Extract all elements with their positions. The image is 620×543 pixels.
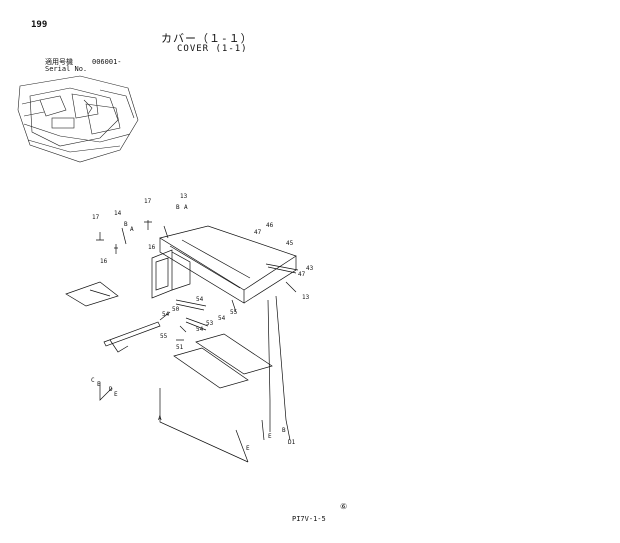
- callout-43: 43: [306, 265, 314, 272]
- callout-47-top: 47: [254, 229, 262, 236]
- callout-13-top: 13: [180, 193, 188, 200]
- callout-17-left: 17: [92, 214, 100, 221]
- callout-46: 46: [266, 222, 274, 229]
- callout-54-left: 54: [162, 311, 170, 318]
- callout-a-bottom: A: [158, 415, 162, 422]
- callout-16-mid: 16: [148, 244, 156, 251]
- callout-c: C: [91, 377, 95, 384]
- callout-55-upper: 55: [230, 309, 238, 316]
- callout-e-lower: E: [114, 391, 118, 398]
- callout-e-left: E: [97, 381, 101, 388]
- serial-value: 006001-: [92, 58, 122, 66]
- callout-54-lower: 54: [196, 326, 204, 333]
- callout-45: 45: [286, 240, 294, 247]
- footer-page-code: PI7V-1-5: [292, 515, 326, 523]
- footer-revision-mark: ⑥: [340, 502, 348, 511]
- callout-51: 51: [176, 344, 184, 351]
- title-english: COVER (1-1): [177, 44, 248, 54]
- callout-53: 53: [206, 320, 214, 327]
- callout-b-left: B: [124, 221, 128, 228]
- callout-a-top: A: [184, 204, 188, 211]
- callout-e-right: E: [268, 433, 272, 440]
- callout-b-bottom: B: [282, 427, 286, 434]
- callout-14: 14: [114, 210, 122, 217]
- callout-e-bottom: E: [246, 445, 250, 452]
- callout-d: D: [109, 386, 113, 393]
- callout-13-right: 13: [302, 294, 310, 301]
- cover-assembly: [65, 220, 299, 463]
- callout-54-right: 54: [218, 315, 226, 322]
- callout-16-left: 16: [100, 258, 108, 265]
- callout-labels: 17 17 14 13 B A B A 16 16 46 47 45 43 47…: [91, 193, 314, 452]
- machine-thumbnail: [17, 75, 139, 163]
- callout-54-upper: 54: [196, 296, 204, 303]
- serial-label-japanese: 適用号機: [45, 58, 73, 66]
- page-number: 199: [31, 20, 48, 30]
- callout-55-lower: 55: [160, 333, 168, 340]
- callout-50: 50: [172, 306, 180, 313]
- callout-47-right: 47: [298, 271, 306, 278]
- callout-a-left: A: [130, 226, 134, 233]
- callout-b-top: B: [176, 204, 180, 211]
- serial-label-english: Serial No.: [45, 65, 88, 73]
- callout-d1: D1: [288, 439, 296, 446]
- title-japanese: カバー（１-１）: [161, 32, 253, 45]
- callout-17-top: 17: [144, 198, 152, 205]
